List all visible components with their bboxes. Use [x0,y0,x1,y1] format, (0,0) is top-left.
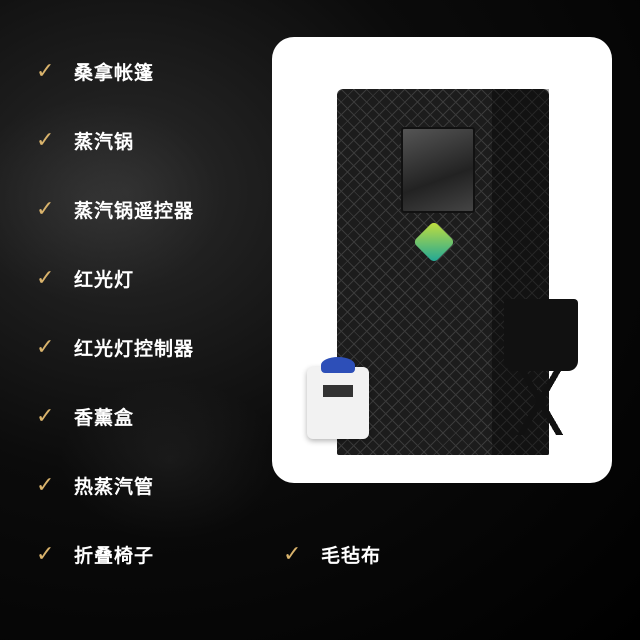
item-label: 折叠椅子 [74,545,155,567]
check-icon: ✓ [36,59,56,84]
check-icon: ✓ [36,128,56,153]
check-icon: ✓ [283,542,303,567]
check-icon: ✓ [36,266,56,291]
list-item: ✓ 蒸汽锅遥控器 [36,196,194,223]
list-item: ✓ 香薰盒 [36,403,134,430]
folding-chair-image [504,299,578,371]
item-label: 热蒸汽管 [74,476,155,498]
steamer-display [323,385,353,397]
check-icon: ✓ [36,404,56,429]
list-item: ✓ 热蒸汽管 [36,472,154,499]
item-label: 桑拿帐篷 [74,62,155,84]
list-item: ✓ 桑拿帐篷 [36,58,154,85]
item-label: 毛毡布 [321,545,382,567]
item-label: 红光灯控制器 [74,338,195,360]
check-icon: ✓ [36,197,56,222]
item-label: 蒸汽锅遥控器 [74,200,195,222]
list-item: ✓ 红光灯控制器 [36,334,194,361]
check-icon: ✓ [36,473,56,498]
item-label: 红光灯 [74,269,135,291]
list-item: ✓ 红光灯 [36,265,134,292]
list-item: ✓ 毛毡布 [283,541,381,568]
check-icon: ✓ [36,542,56,567]
item-label: 香薰盒 [74,407,135,429]
item-label: 蒸汽锅 [74,131,135,153]
steamer-image [307,357,369,439]
tent-window [401,127,475,213]
chair-legs [500,367,580,435]
steamer-lid [321,357,355,373]
product-image-card [272,37,612,483]
check-icon: ✓ [36,335,56,360]
list-item: ✓ 蒸汽锅 [36,127,134,154]
list-item: ✓ 折叠椅子 [36,541,154,568]
brand-logo [412,220,456,264]
